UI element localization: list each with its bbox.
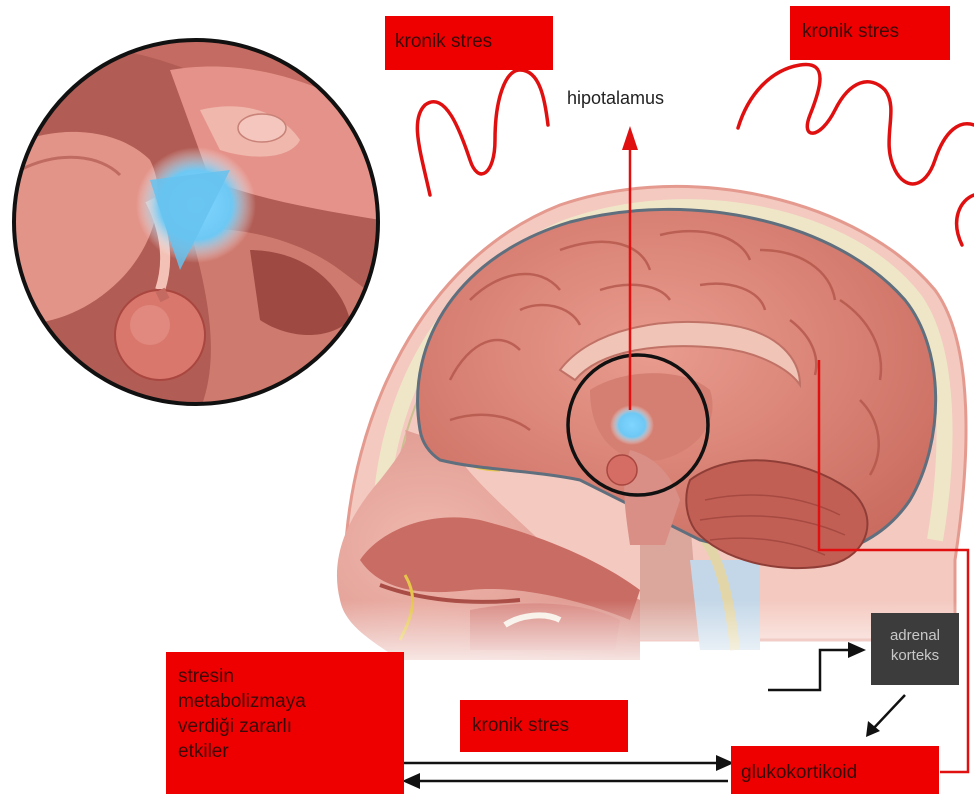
stress-label-top-left: kronik stres [385, 16, 553, 70]
arrow-adrenal-to-glucocorticoid [872, 695, 905, 730]
stress-label-middle-text: kronik stres [472, 715, 569, 736]
squiggle-left [417, 70, 548, 195]
adrenal-cortex-box: adrenal korteks [871, 613, 959, 685]
adrenal-label-line1: adrenal [871, 626, 959, 646]
hypothalamus-arrowhead [622, 126, 638, 150]
effects-line3: verdiği zararlı [178, 714, 404, 739]
effects-box: stresin metabolizmaya verdiği zararlı et… [166, 652, 404, 794]
stress-label-top-right: kronik stres [790, 6, 950, 60]
pituitary-small [607, 455, 637, 485]
stress-label-middle: kronik stres [460, 700, 628, 752]
zoom-inset [0, 30, 400, 410]
effects-line2: metabolizmaya [178, 689, 404, 714]
stress-label-top-left-text: kronik stres [395, 31, 492, 52]
squiggle-right [738, 64, 974, 183]
hypothalamus-label: hipotalamus [567, 88, 664, 109]
adrenal-label-line2: korteks [871, 646, 959, 666]
glucocorticoid-text: glukokortikoid [741, 762, 857, 783]
hypothalamus-glow-small [610, 405, 654, 445]
stress-label-top-right-text: kronik stres [802, 21, 899, 42]
glucocorticoid-box: glukokortikoid [731, 746, 939, 794]
effects-line1: stresin [178, 664, 404, 689]
effects-line4: etkiler [178, 739, 404, 764]
